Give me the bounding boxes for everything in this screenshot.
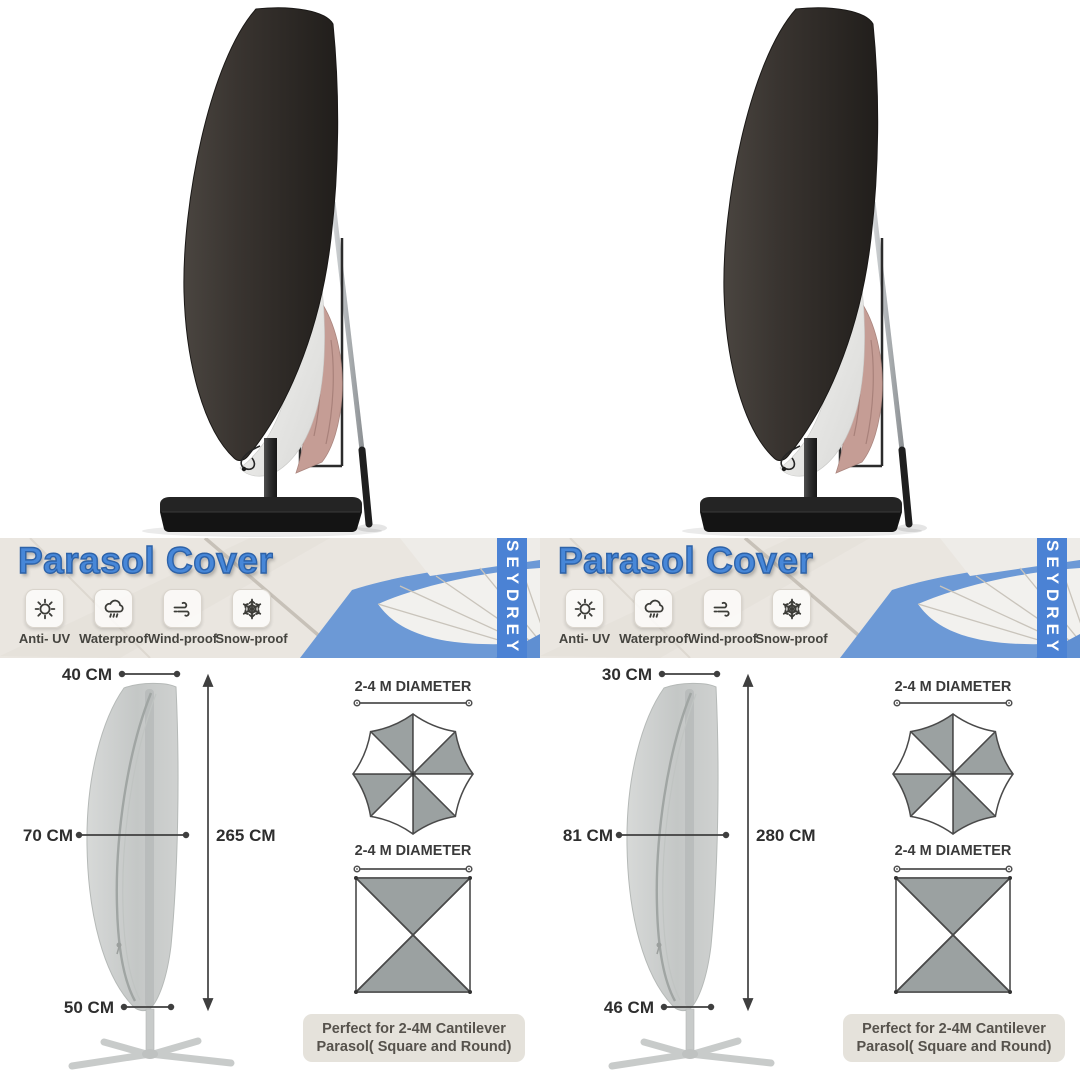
banner-left: Parasol Cover Anti- UV Waterproof Wind-p… bbox=[0, 538, 540, 658]
footer-note-box bbox=[843, 1014, 1065, 1062]
panel-right: Parasol Cover Anti- UV Waterproof Wind-p… bbox=[540, 0, 1080, 1080]
feature-label: Wind-proof bbox=[147, 631, 218, 646]
footer-note-line2: Parasol( Square and Round) bbox=[857, 1039, 1052, 1055]
height-label: 265 CM bbox=[216, 826, 276, 845]
feature-label: Anti- UV bbox=[558, 631, 611, 646]
round-diameter-label: 2-4 M DIAMETER bbox=[895, 679, 1012, 695]
height-label: 280 CM bbox=[756, 826, 816, 845]
brand-bar: SEYDREY bbox=[497, 538, 527, 658]
feature-snow-proof: Snow-proof bbox=[215, 589, 288, 646]
dimensions-section-left: 40 CM 70 CM 265 CM 50 CM 2-4 M DIAMETER … bbox=[0, 658, 540, 1080]
banner-title: Parasol Cover bbox=[17, 539, 274, 581]
snowflake-icon bbox=[780, 597, 804, 621]
footer-note-box bbox=[303, 1014, 525, 1062]
snowflake-icon bbox=[240, 597, 264, 621]
wind-icon bbox=[713, 601, 730, 617]
panel-left: Parasol Cover Anti- UV Waterproof Wind-p… bbox=[0, 0, 540, 1080]
square-umbrella-top-view bbox=[893, 875, 1013, 995]
square-umbrella-top-view bbox=[353, 875, 473, 995]
footer-note-line1: Perfect for 2-4M Cantilever bbox=[322, 1021, 506, 1037]
footer-note-line1: Perfect for 2-4M Cantilever bbox=[862, 1021, 1046, 1037]
bottom-width-label: 50 CM bbox=[64, 998, 114, 1017]
feature-anti-uv: Anti- UV bbox=[10, 589, 79, 646]
brand-bar: SEYDREY bbox=[1037, 538, 1067, 658]
banner-title: Parasol Cover bbox=[557, 539, 814, 581]
top-width-label: 40 CM bbox=[62, 665, 112, 684]
feature-label: Anti- UV bbox=[18, 631, 71, 646]
parasol-cover-photo bbox=[540, 0, 1080, 538]
middle-width-label: 70 CM bbox=[23, 826, 73, 845]
diameter-dim-line bbox=[893, 865, 1013, 873]
banner-right: Parasol Cover Anti- UV Waterproof Wind-p… bbox=[540, 538, 1080, 658]
square-diameter-label: 2-4 M DIAMETER bbox=[895, 843, 1012, 859]
feature-list: Anti- UV Waterproof Wind-proof Snow-proo… bbox=[10, 589, 288, 646]
diameter-dim-line bbox=[893, 699, 1013, 707]
dimensions-section-right: 30 CM 81 CM 280 CM 46 CM 2-4 M DIAMETER … bbox=[540, 658, 1080, 1080]
square-diameter-label: 2-4 M DIAMETER bbox=[355, 843, 472, 859]
diameter-dim-line bbox=[353, 865, 473, 873]
feature-wind-proof: Wind-proof bbox=[688, 589, 757, 646]
round-umbrella-top-view bbox=[892, 713, 1014, 835]
sun-icon bbox=[34, 598, 55, 619]
feature-list: Anti- UV Waterproof Wind-proof Snow-proo… bbox=[550, 589, 828, 646]
feature-label: Snow-proof bbox=[215, 631, 288, 646]
feature-snow-proof: Snow-proof bbox=[755, 589, 828, 646]
parasol-cover-photo bbox=[0, 0, 540, 538]
bottom-width-label: 46 CM bbox=[604, 998, 654, 1017]
feature-label: Waterproof bbox=[79, 631, 148, 646]
round-umbrella-top-view bbox=[352, 713, 474, 835]
feature-waterproof: Waterproof bbox=[79, 589, 148, 646]
sun-icon bbox=[574, 598, 595, 619]
feature-wind-proof: Wind-proof bbox=[148, 589, 217, 646]
feature-label: Snow-proof bbox=[755, 631, 828, 646]
wind-icon bbox=[173, 601, 190, 617]
rain-cloud-icon bbox=[104, 599, 124, 618]
diameter-dim-line bbox=[353, 699, 473, 707]
product-photo-left bbox=[0, 0, 540, 538]
feature-label: Waterproof bbox=[619, 631, 688, 646]
feature-anti-uv: Anti- UV bbox=[550, 589, 619, 646]
feature-label: Wind-proof bbox=[687, 631, 758, 646]
top-width-label: 30 CM bbox=[602, 665, 652, 684]
rain-cloud-icon bbox=[644, 599, 664, 618]
round-diameter-label: 2-4 M DIAMETER bbox=[355, 679, 472, 695]
product-photo-right bbox=[540, 0, 1080, 538]
feature-waterproof: Waterproof bbox=[619, 589, 688, 646]
footer-note-line2: Parasol( Square and Round) bbox=[317, 1039, 512, 1055]
middle-width-label: 81 CM bbox=[563, 826, 613, 845]
